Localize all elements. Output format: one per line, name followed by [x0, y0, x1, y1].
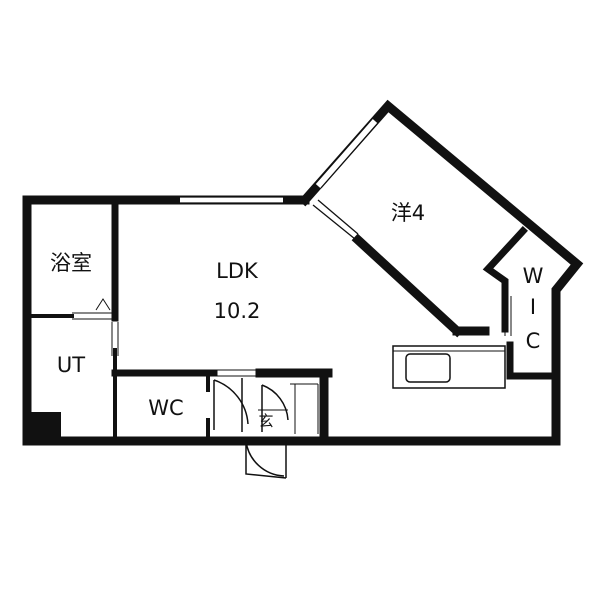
entrance-step: [261, 384, 289, 432]
front-door-swing: [245, 440, 287, 479]
label-wic-c: C: [526, 329, 541, 353]
label-wic-i: I: [530, 295, 536, 319]
western-room-door: [312, 204, 356, 240]
wall-western-room-diagonal: [351, 233, 464, 338]
label-western-room: 洋4: [391, 201, 425, 225]
label-ut: UT: [57, 353, 85, 377]
door-mark: [95, 298, 111, 311]
outer-wall: [22, 99, 584, 446]
kitchen-counter: [392, 345, 506, 389]
label-ldk: LDK: [216, 259, 259, 283]
window-western-room: [314, 118, 373, 185]
entrance-doors: [213, 378, 289, 479]
outer-walls: [22, 99, 584, 446]
kitchen-sink: [405, 353, 451, 383]
room-labels: 浴室 UT LDK 10.2 WC 洋4 W I C 玄: [50, 201, 544, 430]
interior-walls: [25, 196, 560, 446]
label-wic-w: W: [523, 264, 544, 288]
wc-door-swing: [213, 379, 249, 430]
label-ldk-size: 10.2: [214, 299, 261, 323]
windows: [180, 118, 379, 204]
label-entrance: 玄: [258, 412, 273, 430]
kitchen-counter-outline: [392, 345, 506, 389]
corner-pillar: [27, 412, 61, 441]
label-wc: WC: [148, 396, 183, 420]
label-bath: 浴室: [50, 251, 92, 275]
